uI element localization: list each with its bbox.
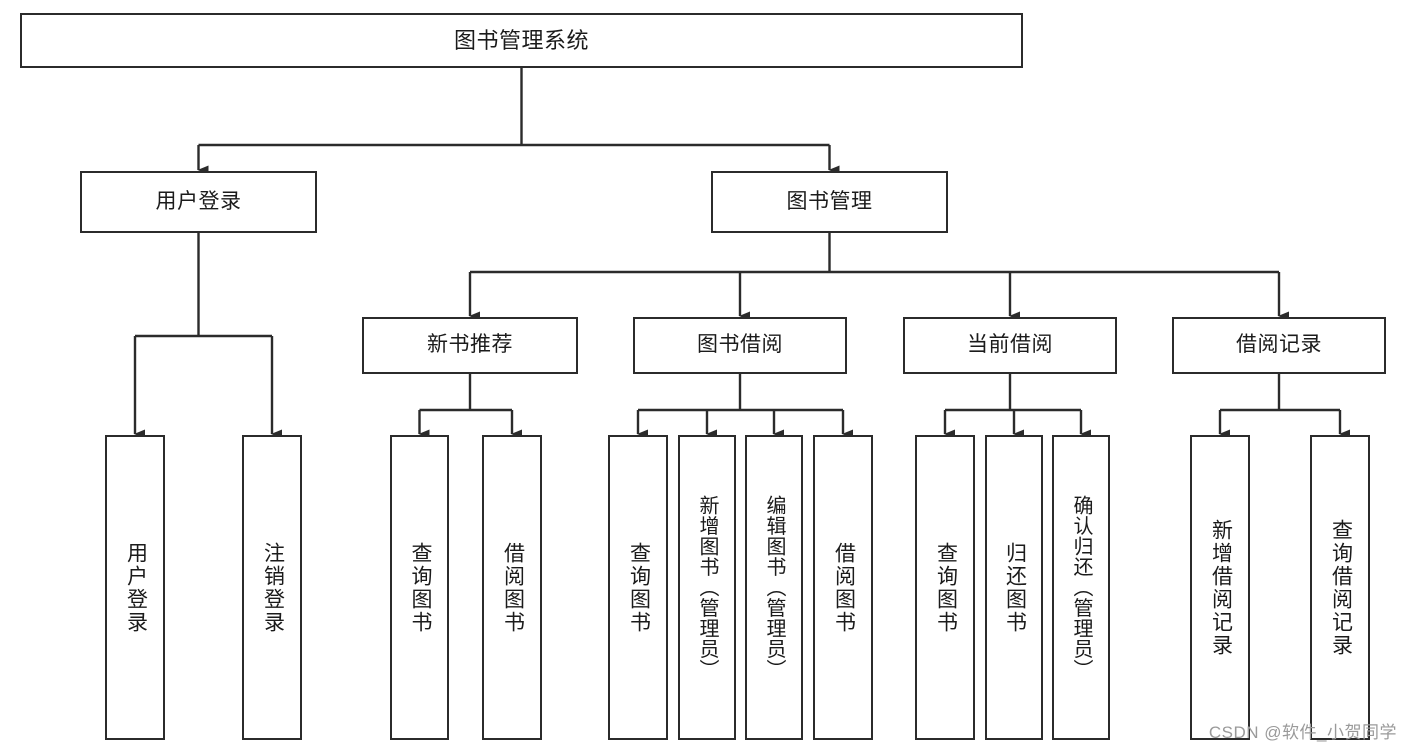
node-l2-record[interactable]: 借阅记录: [1172, 317, 1386, 374]
node-l3-a2[interactable]: 注销登录: [242, 435, 302, 740]
node-l2-borrow[interactable]: 图书借阅: [633, 317, 847, 374]
node-label: 新书推荐: [427, 333, 513, 357]
node-l3-c2[interactable]: 新增图书（管理员）: [678, 435, 736, 740]
node-l3-a1[interactable]: 用户登录: [105, 435, 165, 740]
node-label: 当前借阅: [967, 333, 1053, 357]
node-l3-e1[interactable]: 新增借阅记录: [1190, 435, 1250, 740]
node-l2-new[interactable]: 新书推荐: [362, 317, 578, 374]
node-l2-current[interactable]: 当前借阅: [903, 317, 1117, 374]
node-l3-d2[interactable]: 归还图书: [985, 435, 1043, 740]
node-l3-d1[interactable]: 查询图书: [915, 435, 975, 740]
node-label: 新增图书（管理员）: [696, 495, 718, 680]
node-label: 图书管理: [786, 189, 873, 213]
node-label: 图书借阅: [697, 333, 783, 357]
node-l3-b2[interactable]: 借阅图书: [482, 435, 542, 740]
node-label: 借阅图书: [832, 541, 856, 634]
node-label: 图书管理系统: [453, 27, 589, 53]
node-label: 借阅记录: [1236, 333, 1322, 357]
node-label: 确认归还（管理员）: [1070, 495, 1092, 680]
edge-layer: [133, 68, 1350, 439]
node-l3-e2[interactable]: 查询借阅记录: [1310, 435, 1370, 740]
watermark-label: CSDN @软件_小贺同学: [1208, 723, 1397, 742]
node-l1-book[interactable]: 图书管理: [711, 171, 948, 233]
node-label: 用户登录: [155, 189, 242, 213]
node-l1-login[interactable]: 用户登录: [80, 171, 317, 233]
node-l3-d3[interactable]: 确认归还（管理员）: [1052, 435, 1110, 740]
node-label: 新增借阅记录: [1209, 518, 1233, 657]
node-label: 归还图书: [1003, 541, 1027, 634]
node-label: 用户登录: [124, 541, 148, 634]
node-label: 查询图书: [934, 541, 958, 634]
node-l3-b1[interactable]: 查询图书: [390, 435, 449, 740]
node-l3-c3[interactable]: 编辑图书（管理员）: [745, 435, 803, 740]
node-l3-c1[interactable]: 查询图书: [608, 435, 668, 740]
node-l3-c4[interactable]: 借阅图书: [813, 435, 873, 740]
node-label: 查询借阅记录: [1329, 518, 1353, 657]
node-label: 注销登录: [261, 541, 285, 634]
node-root[interactable]: 图书管理系统: [20, 13, 1023, 68]
node-label: 查询图书: [627, 541, 651, 634]
node-label: 编辑图书（管理员）: [763, 495, 785, 680]
node-label: 查询图书: [408, 541, 432, 634]
node-label: 借阅图书: [501, 541, 525, 634]
